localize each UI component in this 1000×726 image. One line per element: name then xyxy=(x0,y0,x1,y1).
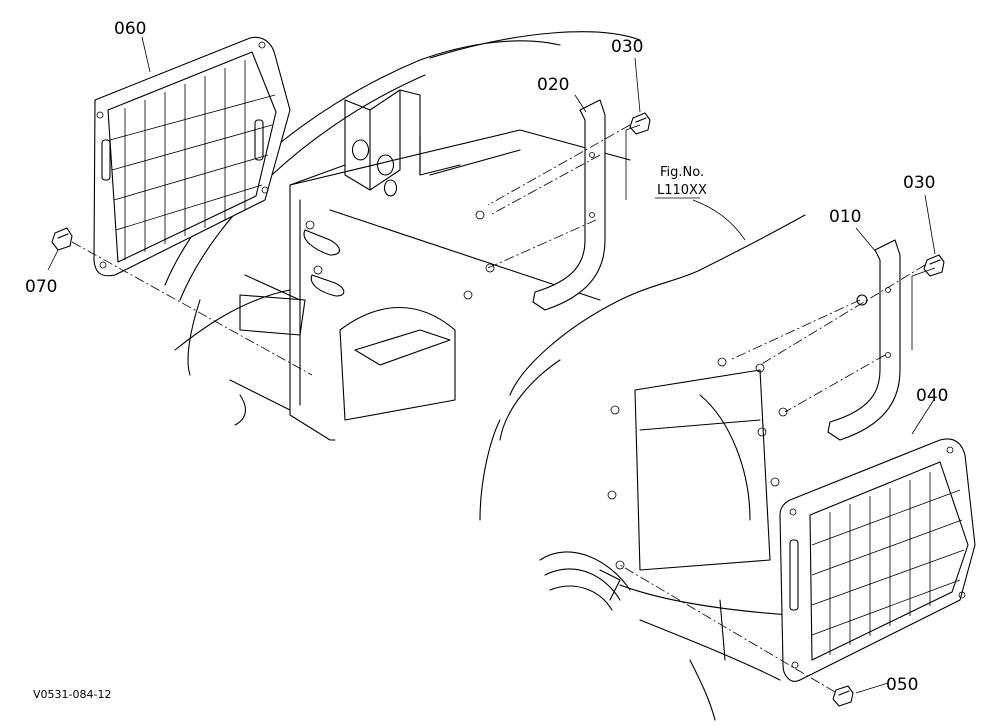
part-020-bracket-strap xyxy=(532,99,606,311)
figure-ref-number: L110XX xyxy=(657,183,707,198)
drawing-code: V0531-084-12 xyxy=(33,688,111,701)
leader-lines xyxy=(47,36,936,694)
part-030-bolt-upper-left xyxy=(629,112,651,135)
callout-050: 050 xyxy=(886,675,918,695)
part-030-bolt-upper-right xyxy=(923,254,945,277)
callout-060: 060 xyxy=(114,19,146,39)
part-070-bolt xyxy=(51,227,73,251)
callout-030-upper-left: 030 xyxy=(611,37,643,57)
part-040-grille-right xyxy=(779,438,976,682)
assembly-centerlines xyxy=(71,124,936,693)
callout-040: 040 xyxy=(916,386,948,406)
part-010-bracket-strap xyxy=(827,239,901,441)
part-060-grille-left xyxy=(93,36,291,277)
machine-body xyxy=(164,31,806,721)
callout-010: 010 xyxy=(829,207,861,227)
callout-030-upper-right: 030 xyxy=(903,173,935,193)
callout-020: 020 xyxy=(537,75,569,95)
callout-070: 070 xyxy=(25,277,57,297)
figure-ref-label: Fig.No. xyxy=(660,165,704,180)
part-050-bolt xyxy=(832,685,854,707)
